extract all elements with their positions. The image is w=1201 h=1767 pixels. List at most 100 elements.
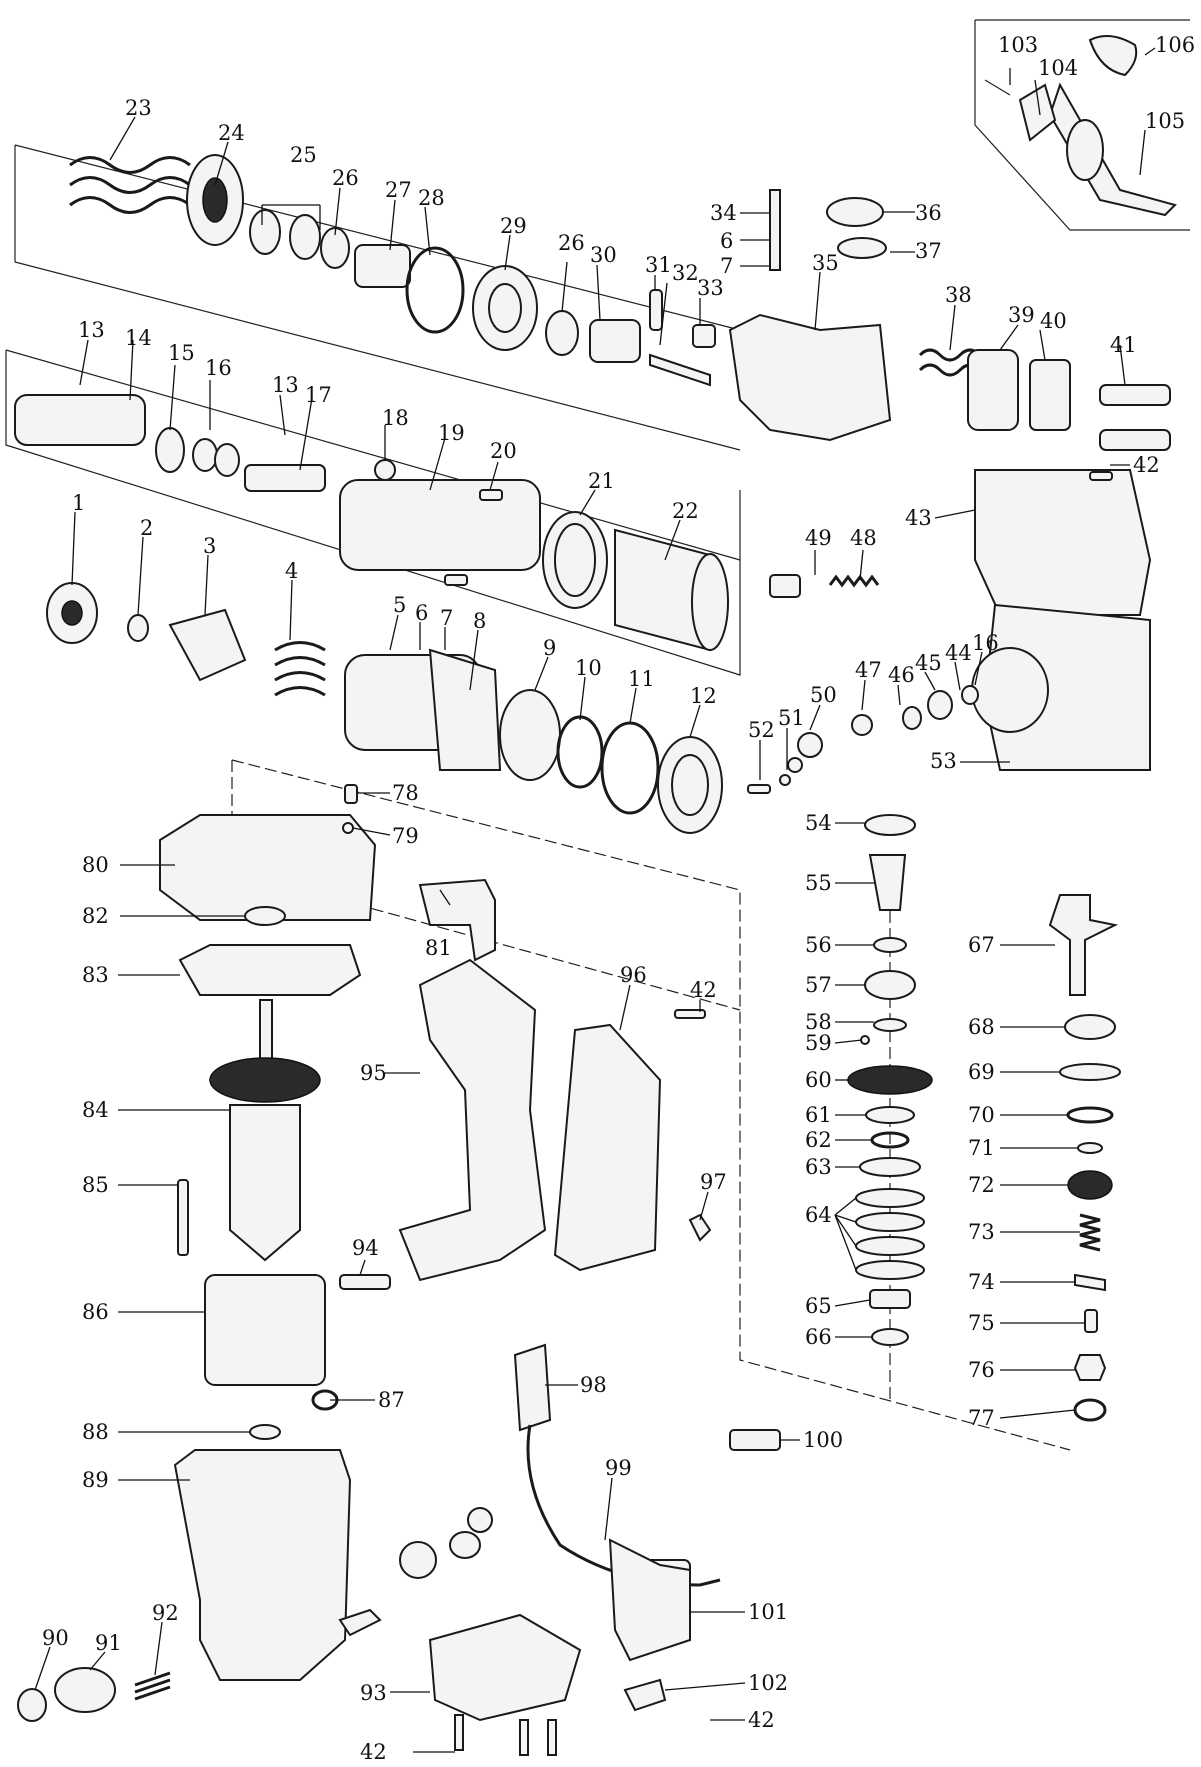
label-13a: 13 [78,318,105,342]
label-104: 104 [1038,56,1078,80]
label-44: 44 [945,641,972,665]
switch-101-shape [608,1538,691,1662]
cable-sleeve-98-shape [513,1343,552,1432]
label-5: 5 [393,593,406,617]
label-51: 51 [778,706,805,730]
label-89: 89 [82,1468,109,1492]
label-37: 37 [915,239,942,263]
label-73: 73 [968,1220,995,1244]
label-93: 93 [360,1681,387,1705]
cover-93-shape [428,1613,582,1722]
label-32: 32 [672,261,699,285]
label-20: 20 [490,439,517,463]
label-18: 18 [382,406,409,430]
label-7b: 7 [440,606,453,630]
housing-35-shape [728,313,892,442]
label-26: 26 [332,166,359,190]
label-34: 34 [710,201,737,225]
label-92: 92 [152,1601,179,1625]
label-75: 75 [968,1311,995,1335]
label-99: 99 [605,1456,632,1480]
label-88: 88 [82,1420,109,1444]
housing-43-shape [974,469,1152,616]
label-21: 21 [588,469,615,493]
label-29: 29 [500,214,527,238]
label-81: 81 [425,936,452,960]
handle-95-shape [398,958,547,1282]
label-14: 14 [125,326,152,350]
label-39: 39 [1008,303,1035,327]
label-80: 80 [82,853,109,877]
label-69: 69 [968,1060,995,1084]
parts-artwork [14,35,1177,1756]
label-106: 106 [1155,33,1195,57]
label-10: 10 [575,656,602,680]
label-24: 24 [218,121,245,145]
label-87: 87 [378,1388,405,1412]
label-91: 91 [95,1631,122,1655]
label-8: 8 [473,609,486,633]
label-4: 4 [285,559,298,583]
label-83: 83 [82,963,109,987]
label-38: 38 [945,283,972,307]
label-59: 59 [805,1031,832,1055]
label-76: 76 [968,1358,995,1382]
label-26b: 26 [558,231,585,255]
handle-half-96-shape [553,1023,662,1272]
label-9: 9 [543,636,556,660]
label-30: 30 [590,243,617,267]
label-56: 56 [805,933,832,957]
spindle-14-shape [14,394,146,446]
label-23: 23 [125,96,152,120]
label-101: 101 [748,1600,788,1624]
label-6b: 6 [415,601,428,625]
label-65: 65 [805,1294,832,1318]
label-42b: 42 [360,1740,387,1764]
cover-83-shape [178,944,362,996]
label-16b: 16 [972,631,999,655]
label-74: 74 [968,1270,995,1294]
label-78: 78 [392,781,419,805]
label-68: 68 [968,1015,995,1039]
label-54: 54 [805,811,832,835]
label-28: 28 [418,186,445,210]
label-58: 58 [805,1010,832,1034]
label-72: 72 [968,1173,995,1197]
label-57: 57 [805,973,832,997]
label-90: 90 [42,1626,69,1650]
label-47: 47 [855,658,882,682]
label-19: 19 [438,421,465,445]
motor-housing-89-shape [173,1449,352,1681]
label-16a: 16 [205,356,232,380]
label-41: 41 [1110,333,1137,357]
label-50: 50 [810,683,837,707]
label-43: 43 [905,506,932,530]
spring-23-shape [69,156,191,214]
label-97: 97 [700,1170,727,1194]
label-40: 40 [1040,309,1067,333]
label-13b: 13 [272,373,299,397]
label-15: 15 [168,341,195,365]
label-46: 46 [888,663,915,687]
label-52: 52 [748,718,775,742]
label-63: 63 [805,1155,832,1179]
label-61: 61 [805,1103,832,1127]
label-95: 95 [360,1061,387,1085]
label-12: 12 [690,684,717,708]
label-7a: 7 [720,254,733,278]
label-70: 70 [968,1103,995,1127]
label-1: 1 [72,491,85,515]
label-33: 33 [697,276,724,300]
label-55: 55 [805,871,832,895]
leader-lines [34,47,1156,1753]
label-85: 85 [82,1173,109,1197]
shaft-67-shape [1048,894,1119,996]
label-105: 105 [1145,109,1185,133]
label-103: 103 [998,33,1038,57]
label-71: 71 [968,1136,995,1160]
label-27: 27 [385,178,412,202]
label-60: 60 [805,1068,832,1092]
label-25: 25 [290,143,317,167]
label-6a: 6 [720,229,733,253]
